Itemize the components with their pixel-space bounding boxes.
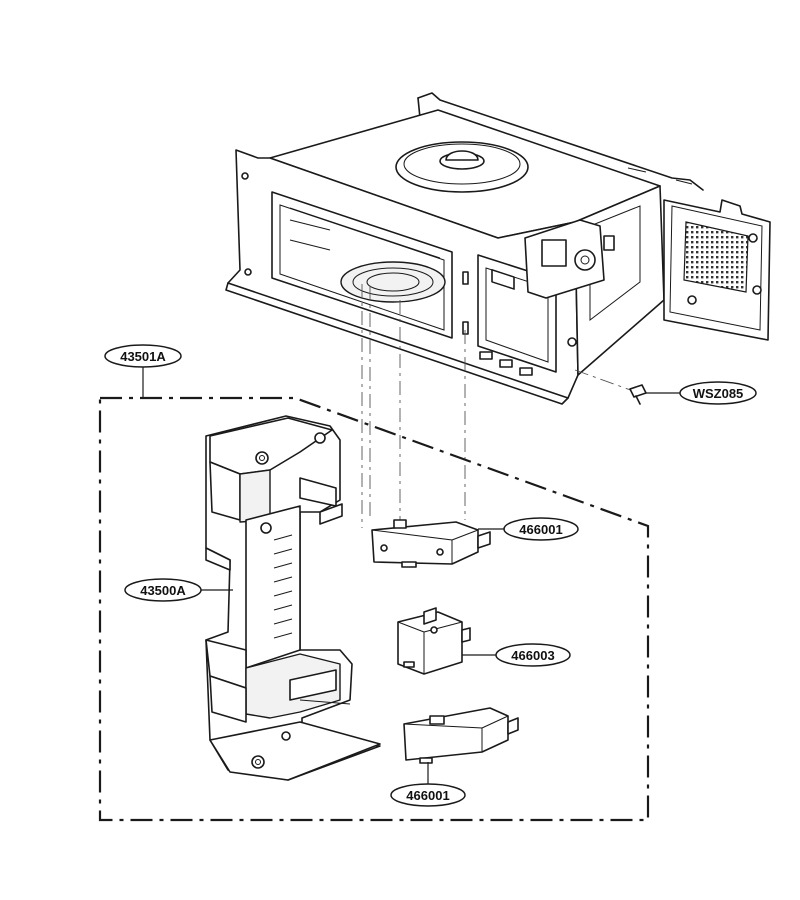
callout-466001-top-label: 466001 bbox=[519, 522, 562, 537]
callout-43500a: 43500A bbox=[124, 578, 202, 602]
vent-grille bbox=[683, 221, 749, 293]
micro-switch-top bbox=[371, 519, 491, 568]
microwave-cavity-chassis bbox=[225, 92, 771, 405]
callout-43501a-label: 43501A bbox=[120, 349, 166, 364]
screw-wsz085 bbox=[574, 369, 647, 405]
callout-43500a-label: 43500A bbox=[140, 583, 186, 598]
callout-43501a: 43501A bbox=[104, 344, 182, 368]
callout-wsz085-label: WSZ085 bbox=[693, 386, 744, 401]
callout-466003-label: 466003 bbox=[511, 648, 554, 663]
callout-wsz085: WSZ085 bbox=[679, 381, 757, 405]
latch-board bbox=[205, 415, 381, 781]
callout-466001-bottom-label: 466001 bbox=[406, 788, 449, 803]
callout-466001-bottom: 466001 bbox=[390, 783, 466, 807]
callout-466003: 466003 bbox=[495, 643, 571, 667]
latch-assembly-boundary bbox=[98, 396, 650, 822]
callout-466001-top: 466001 bbox=[503, 517, 579, 541]
leader-lines bbox=[142, 367, 680, 784]
projection-lines bbox=[361, 284, 466, 528]
latch-slots bbox=[273, 534, 293, 639]
micro-switch-bottom bbox=[403, 707, 519, 764]
micro-switch-middle bbox=[397, 607, 471, 675]
turntable bbox=[340, 261, 446, 303]
